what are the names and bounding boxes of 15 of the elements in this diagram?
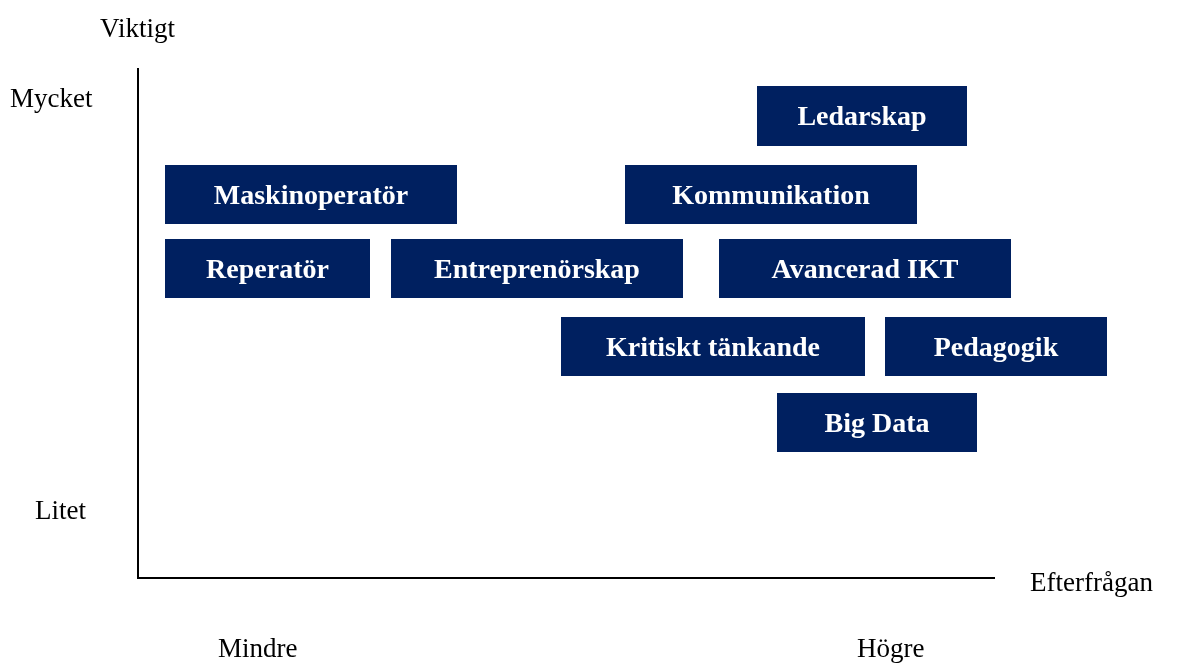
- axis-title: Efterfrågan: [1030, 566, 1153, 599]
- axis-tick-label: Mycket: [10, 82, 93, 115]
- skill-box: Maskinoperatör: [165, 165, 457, 224]
- skill-box: Avancerad IKT: [719, 239, 1011, 298]
- skill-box: Pedagogik: [885, 317, 1107, 376]
- axis-tick-label: Mindre: [218, 632, 298, 664]
- skill-box: Big Data: [777, 393, 977, 452]
- axis-title: Viktigt: [100, 12, 175, 45]
- axis-tick-label: Litet: [35, 494, 86, 527]
- skill-box: Reperatör: [165, 239, 370, 298]
- skill-box: Kommunikation: [625, 165, 917, 224]
- axis-tick-label: Högre: [857, 632, 925, 664]
- skill-box: Ledarskap: [757, 86, 967, 146]
- skill-box: Kritiskt tänkande: [561, 317, 865, 376]
- skill-box: Entreprenörskap: [391, 239, 683, 298]
